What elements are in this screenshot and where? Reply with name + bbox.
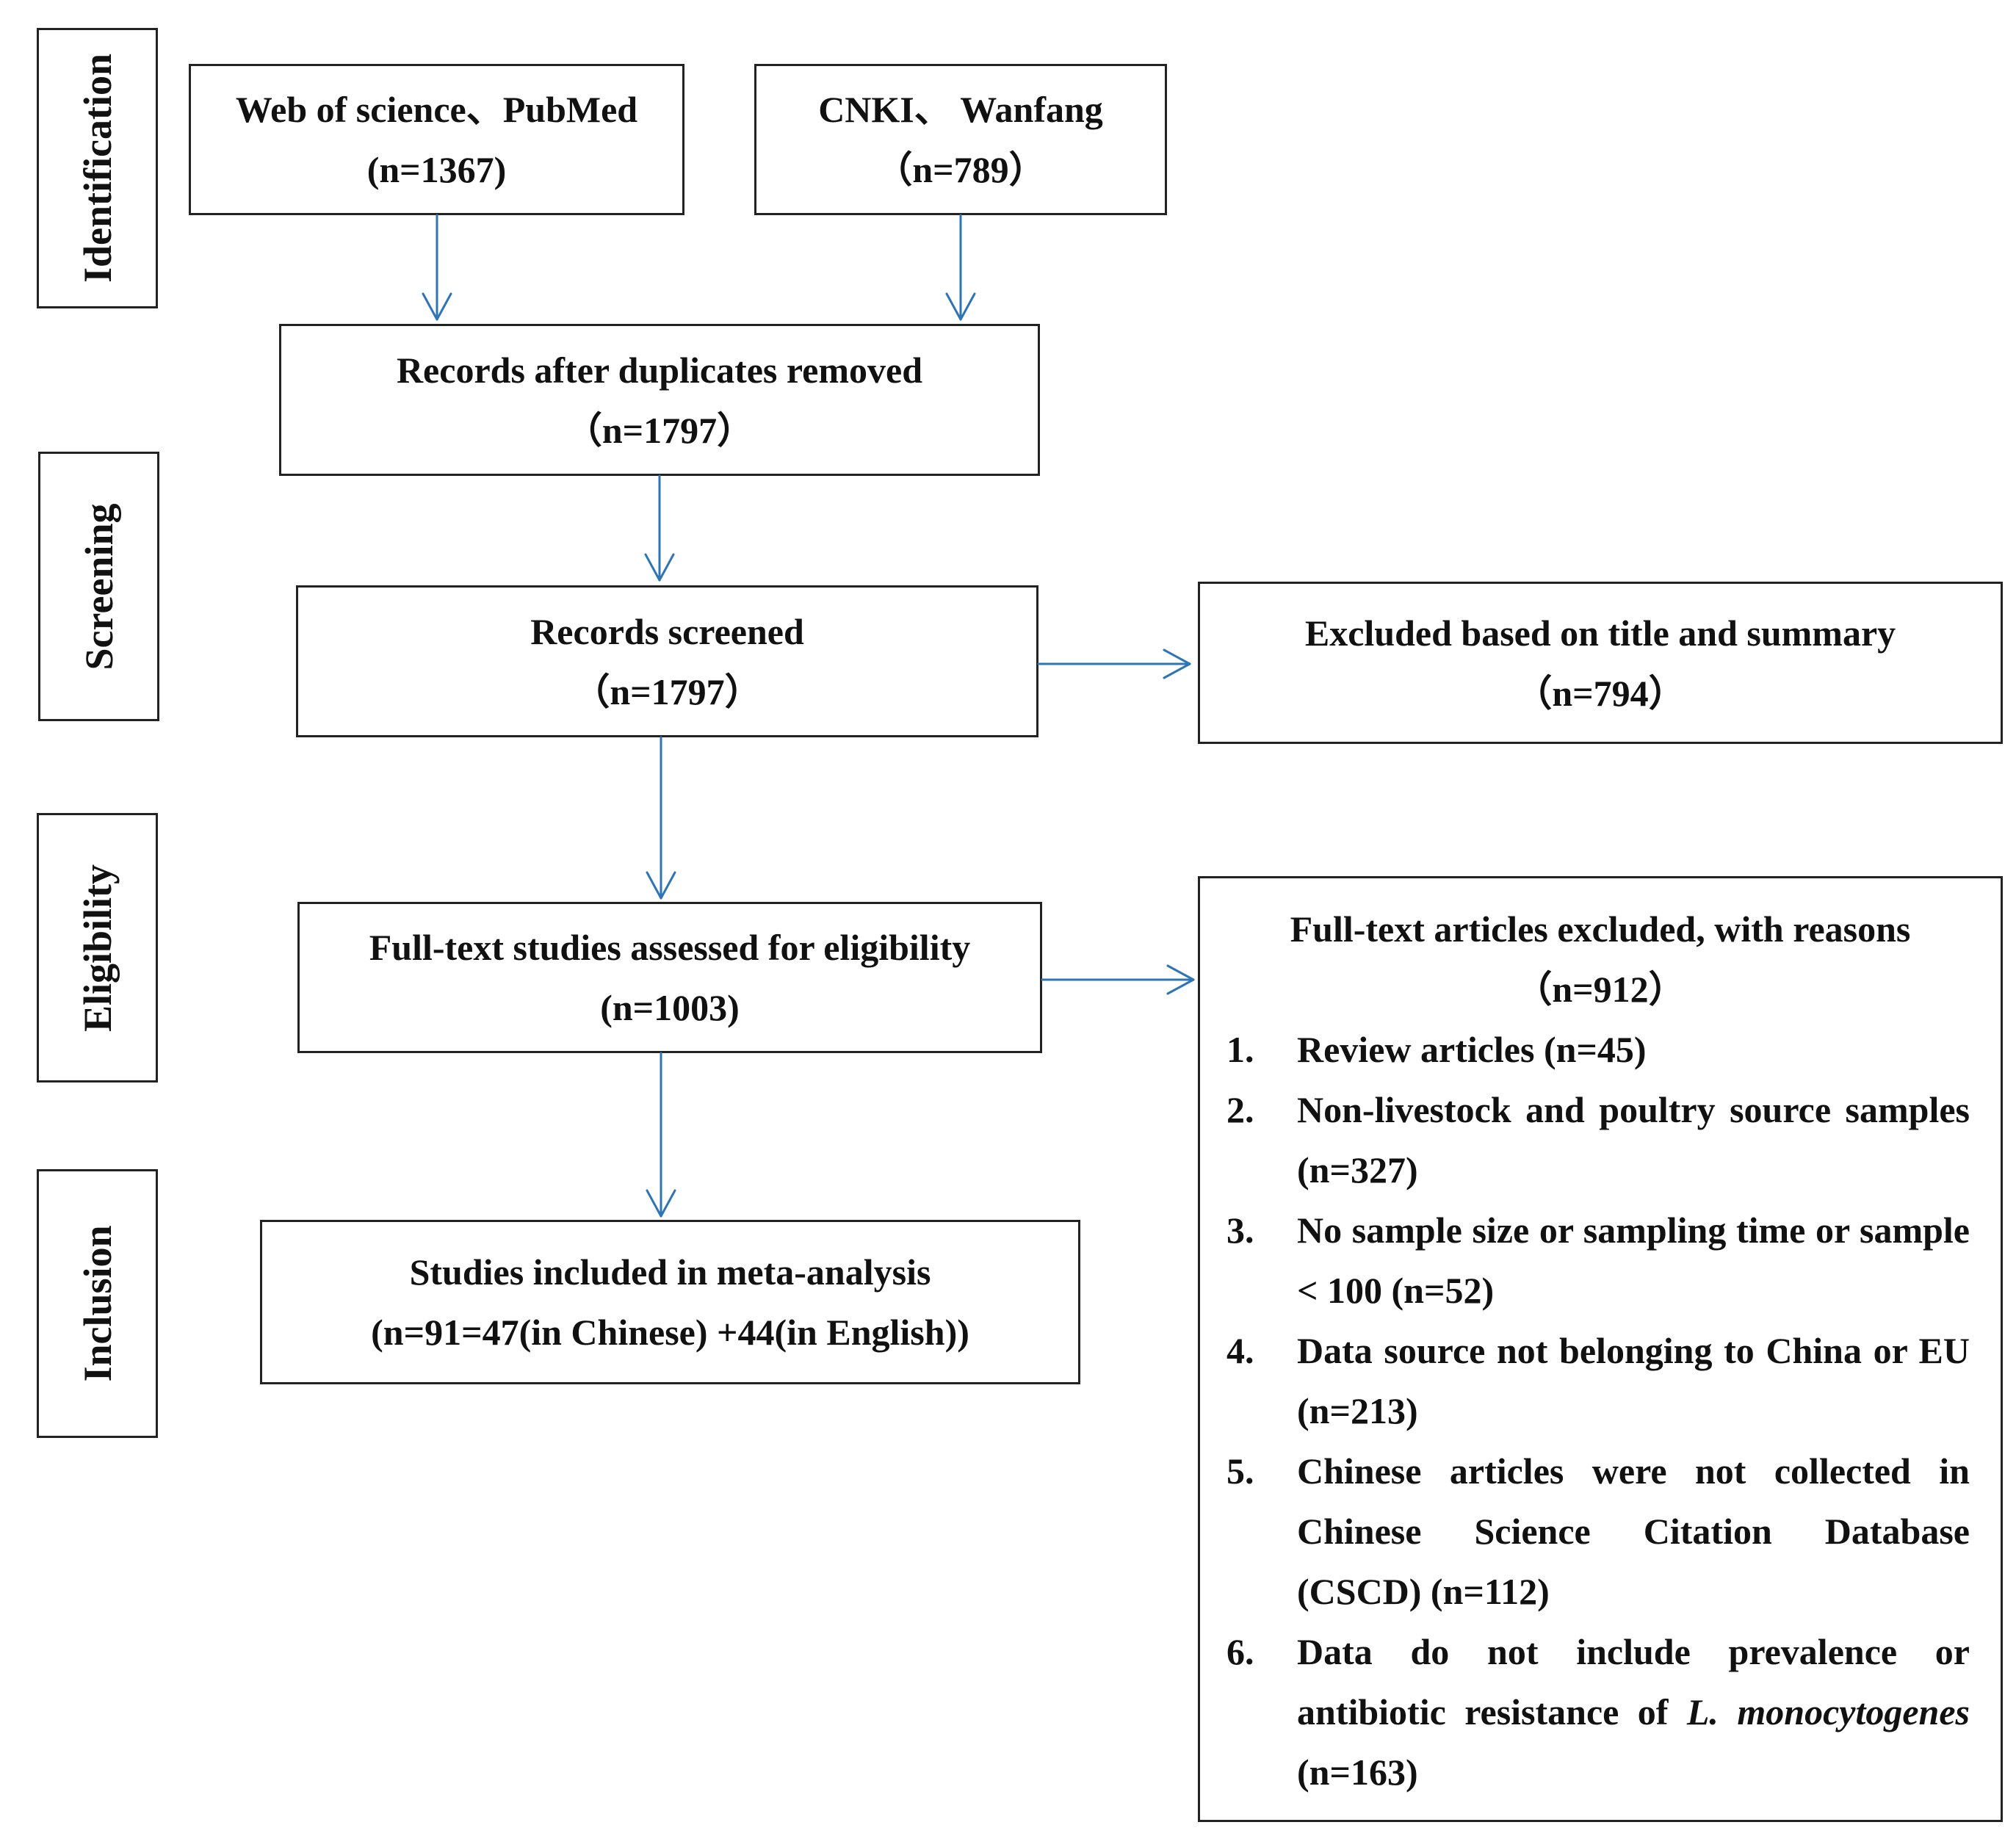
- box-excluded-reasons: Full-text articles excluded, with reason…: [1198, 876, 2003, 1822]
- reason-text: Data do not include prevalence or antibi…: [1297, 1622, 1970, 1802]
- box-wos-pubmed: Web of science、PubMed (n=1367): [189, 64, 684, 215]
- arrow-fulltext-to-reasons: [1041, 964, 1195, 995]
- arrow-wos-to-dedup: [422, 214, 452, 321]
- box-fulltext-line1: Full-text studies assessed for eligibili…: [369, 927, 971, 968]
- arrow-dedup-to-screened: [644, 474, 675, 582]
- reason-number: 2.: [1226, 1089, 1254, 1130]
- reason-text: Review articles (n=45): [1297, 1029, 1647, 1070]
- reason-number: 1.: [1226, 1029, 1254, 1070]
- box-excluded-title-line2: （n=794）: [1515, 672, 1686, 714]
- arrow-screened-to-fulltext: [646, 736, 676, 900]
- box-included-line1: Studies included in meta-analysis: [409, 1251, 931, 1293]
- reason-item: 6. Data do not include prevalence or ant…: [1226, 1622, 1970, 1802]
- box-fulltext: Full-text studies assessed for eligibili…: [297, 902, 1042, 1053]
- reason-item: 4. Data source not belonging to China or…: [1226, 1320, 1970, 1441]
- box-fulltext-line2: (n=1003): [600, 987, 740, 1028]
- reason-item: 5. Chinese articles were not collected i…: [1226, 1441, 1970, 1622]
- reason-text-species: L. monocytogenes: [1686, 1691, 1970, 1732]
- reason-item: 1. Review articles (n=45): [1226, 1019, 1970, 1080]
- box-screened-line2: （n=1797）: [573, 671, 762, 712]
- reason-text: No sample size or sampling time or sampl…: [1297, 1210, 1970, 1311]
- box-included-line2: (n=91=47(in Chinese) +44(in English)): [371, 1312, 969, 1353]
- box-cnki-wanfang-line2: （n=789）: [875, 149, 1046, 190]
- box-included: Studies included in meta-analysis (n=91=…: [260, 1220, 1080, 1384]
- reason-number: 6.: [1226, 1631, 1254, 1672]
- stage-screening: Screening: [38, 452, 159, 721]
- stage-identification: Identification: [37, 28, 158, 308]
- box-screened: Records screened （n=1797）: [296, 585, 1038, 737]
- box-excluded-title: Excluded based on title and summary （n=7…: [1198, 582, 2003, 744]
- reason-number: 4.: [1226, 1330, 1254, 1371]
- box-wos-pubmed-line1: Web of science、PubMed: [235, 89, 638, 130]
- box-dedup: Records after duplicates removed （n=1797…: [279, 324, 1040, 476]
- box-dedup-line2: （n=1797）: [565, 409, 754, 451]
- reason-number: 5.: [1226, 1450, 1254, 1492]
- excluded-reasons-list: 1. Review articles (n=45) 2. Non-livesto…: [1226, 1019, 1970, 1802]
- reason-item: 3. No sample size or sampling time or sa…: [1226, 1200, 1970, 1320]
- reason-text-end: (n=163): [1297, 1752, 1418, 1793]
- stage-inclusion: Inclusion: [37, 1169, 158, 1438]
- reason-item: 2. Non-livestock and poultry source samp…: [1226, 1080, 1970, 1200]
- box-cnki-wanfang: CNKI、 Wanfang （n=789）: [754, 64, 1167, 215]
- reason-text: Data source not belonging to China or EU…: [1297, 1330, 1970, 1431]
- reason-number: 3.: [1226, 1210, 1254, 1251]
- reason-text: Non-livestock and poultry source samples…: [1297, 1089, 1970, 1190]
- box-cnki-wanfang-line1: CNKI、 Wanfang: [818, 89, 1103, 130]
- box-excluded-title-line1: Excluded based on title and summary: [1304, 612, 1896, 654]
- arrow-fulltext-to-included: [646, 1052, 676, 1218]
- reason-text-start: Data do not include prevalence or antibi…: [1297, 1631, 1970, 1732]
- box-dedup-line1: Records after duplicates removed: [396, 349, 923, 391]
- arrow-cnki-to-dedup: [945, 214, 976, 321]
- excluded-reasons-count: （n=912）: [1515, 969, 1686, 1010]
- arrow-screened-to-excluded: [1037, 648, 1191, 679]
- box-wos-pubmed-line2: (n=1367): [366, 149, 507, 190]
- excluded-reasons-title: Full-text articles excluded, with reason…: [1290, 908, 1911, 950]
- box-screened-line1: Records screened: [530, 610, 804, 652]
- stage-eligibility: Eligibility: [37, 813, 158, 1083]
- reason-text: Chinese articles were not collected in C…: [1297, 1450, 1970, 1612]
